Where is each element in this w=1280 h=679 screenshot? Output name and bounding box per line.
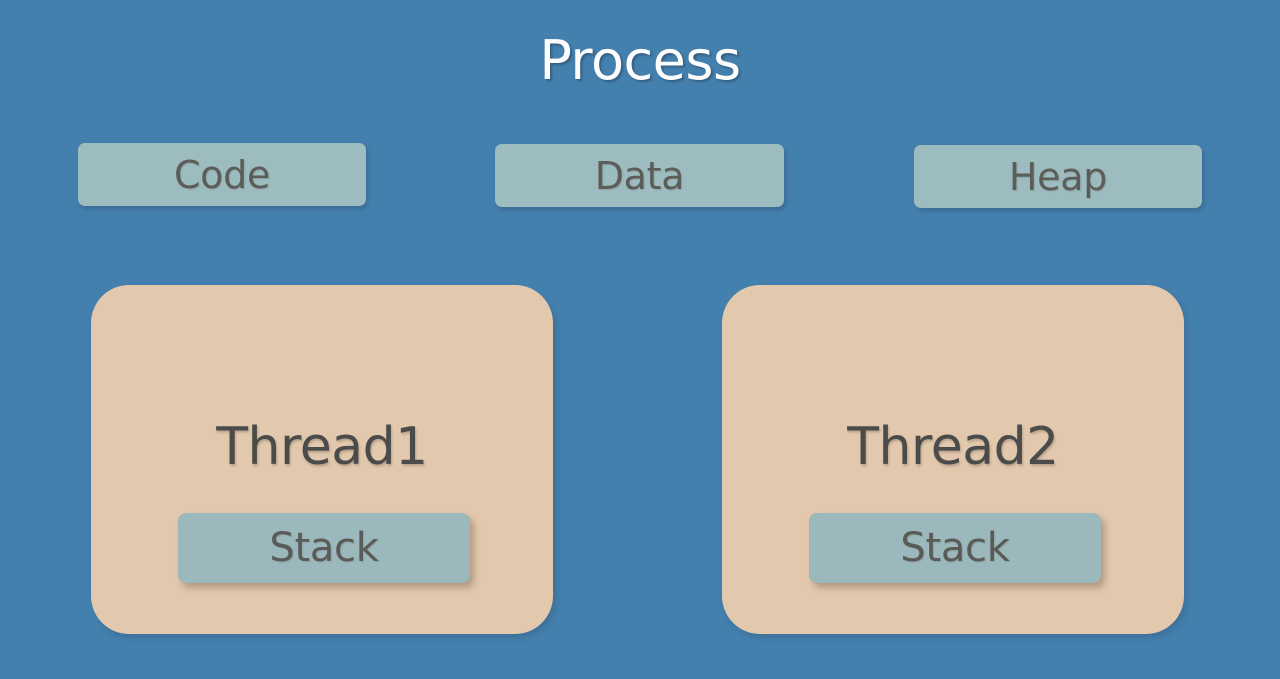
segment-label-data: Data: [594, 153, 685, 198]
thread-label-2: Thread2: [847, 417, 1059, 477]
stack-box-thread-2: Stack: [809, 513, 1101, 583]
segment-label-code: Code: [173, 152, 271, 197]
segment-box-data: Data: [495, 144, 784, 207]
stack-box-thread-1: Stack: [178, 513, 470, 583]
segment-label-heap: Heap: [1008, 154, 1108, 199]
stack-label-thread-1: Stack: [269, 525, 379, 571]
thread-label-1: Thread1: [216, 417, 428, 477]
stack-label-thread-2: Stack: [900, 525, 1010, 571]
thread-box-2: Thread2 Stack: [722, 285, 1184, 634]
segment-box-heap: Heap: [914, 145, 1202, 208]
thread-box-1: Thread1 Stack: [91, 285, 553, 634]
page-title: Process: [539, 29, 741, 92]
segment-box-code: Code: [78, 143, 366, 206]
